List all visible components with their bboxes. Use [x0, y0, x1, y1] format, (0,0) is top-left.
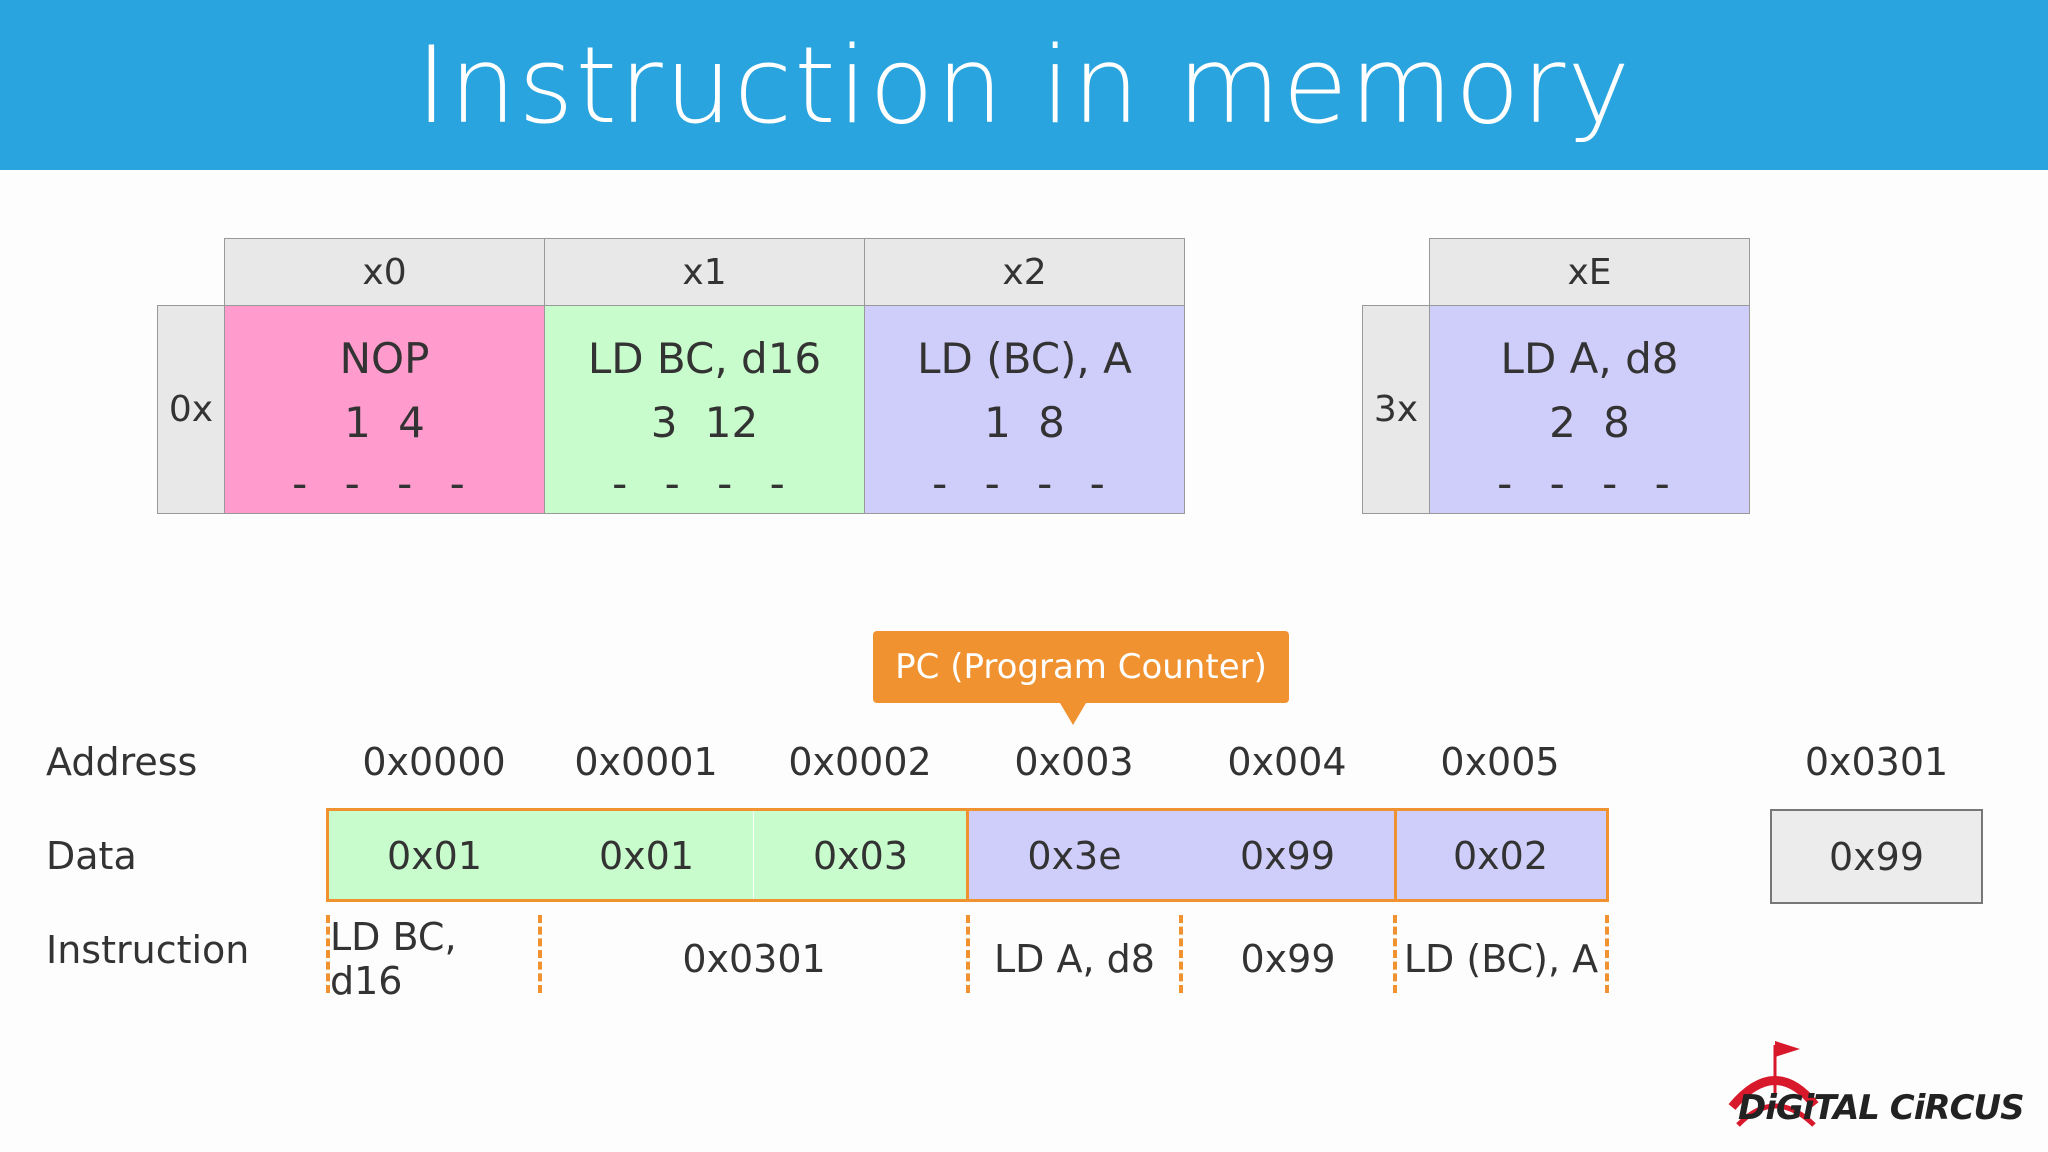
address-row-label: Address	[46, 740, 198, 784]
extra-address-cell: 0x0301	[1804, 740, 1949, 784]
data-cell: 0x3e	[968, 810, 1181, 902]
opcode-mnemonic: LD (BC), A	[917, 334, 1132, 383]
opcode-cycles: 2 8	[1549, 398, 1630, 447]
row-header-3x: 3x	[1362, 305, 1430, 514]
opcode-cycles: 1 4	[344, 398, 425, 447]
instruction-group-ld-bc-d16	[326, 808, 969, 902]
address-cell: 0x0001	[574, 740, 718, 784]
extra-data-cell: 0x99	[1770, 809, 1983, 904]
instruction-row-label: Instruction	[46, 928, 250, 972]
address-cell: 0x003	[1014, 740, 1134, 784]
address-cell: 0x0002	[788, 740, 932, 784]
address-cell: 0x005	[1440, 740, 1560, 784]
opcode-flags: - - - -	[1497, 459, 1682, 508]
table-header-x2: x2	[864, 238, 1185, 306]
pc-pointer-arrow	[1060, 703, 1086, 725]
instruction-divider	[1179, 915, 1183, 993]
data-cell: 0x01	[328, 810, 541, 902]
opcode-cycles: 1 8	[984, 398, 1065, 447]
opcode-mnemonic: LD A, d8	[1500, 334, 1679, 383]
data-cell: 0x01	[540, 810, 753, 902]
opcode-cycles: 3 12	[650, 398, 759, 447]
instruction-cell: LD A, d8	[994, 937, 1155, 981]
instruction-group-ld-bc-a	[1394, 808, 1609, 902]
opcode-cell-nop: NOP 1 4 - - - -	[224, 305, 545, 514]
data-cell: 0x02	[1394, 810, 1607, 902]
page-title: Instruction in memory	[415, 23, 1633, 147]
title-banner: Instruction in memory	[0, 0, 2048, 170]
logo-text: DiGiTAL CiRCUS	[1738, 1088, 2025, 1128]
opcode-flags: - - - -	[932, 459, 1117, 508]
data-cell: 0x99	[1181, 810, 1394, 902]
instruction-divider	[1605, 915, 1609, 993]
instruction-cell: LD BC, d16	[330, 915, 457, 1003]
opcode-flags: - - - -	[612, 459, 797, 508]
data-cell: 0x03	[754, 810, 967, 902]
data-row-label: Data	[46, 834, 137, 878]
opcode-cell-ld-bc-a: LD (BC), A 1 8 - - - -	[864, 305, 1185, 514]
instruction-cell: 0x99	[1240, 937, 1336, 981]
instruction-divider	[326, 915, 330, 993]
opcode-cell-ld-bc-d16: LD BC, d16 3 12 - - - -	[544, 305, 865, 514]
address-cell: 0x0000	[362, 740, 506, 784]
instruction-divider	[966, 915, 970, 993]
table-header-x0: x0	[224, 238, 545, 306]
row-header-0x: 0x	[157, 305, 225, 514]
table-header-xe: xE	[1429, 238, 1750, 306]
opcode-mnemonic: LD BC, d16	[587, 334, 822, 383]
digital-circus-logo	[1728, 1041, 1819, 1127]
pc-callout: PC (Program Counter)	[873, 631, 1289, 703]
address-cell: 0x004	[1227, 740, 1347, 784]
opcode-flags: - - - -	[292, 459, 477, 508]
table-header-x1: x1	[544, 238, 865, 306]
instruction-divider	[538, 915, 542, 993]
instruction-cell: 0x0301	[682, 937, 826, 981]
opcode-mnemonic: NOP	[339, 334, 430, 383]
instruction-divider	[1393, 915, 1397, 993]
opcode-cell-ld-a-d8: LD A, d8 2 8 - - - -	[1429, 305, 1750, 514]
instruction-group-ld-a-d8	[966, 808, 1397, 902]
instruction-cell: LD (BC), A	[1403, 937, 1599, 981]
